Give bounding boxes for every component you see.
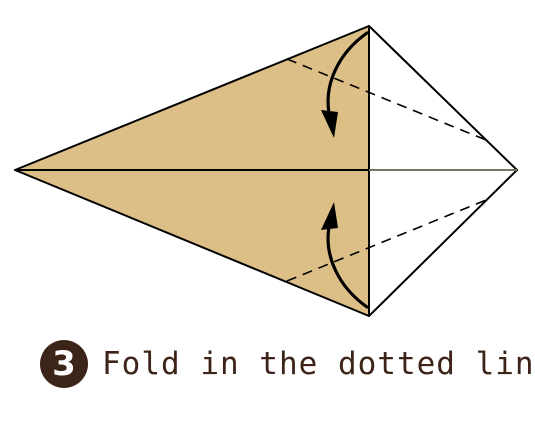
- upper-tan-flap: [14, 25, 370, 171]
- upper-fold-line: [286, 58, 487, 141]
- lower-fold-line: [286, 199, 487, 282]
- step-number: 3: [52, 344, 76, 384]
- step-number-badge: 3: [40, 340, 88, 388]
- step-instruction: Fold in the dotted line: [102, 346, 535, 382]
- fold-arrow-top-icon: [321, 31, 369, 138]
- upper-white-flap: [368, 25, 518, 171]
- step-caption: 3 Fold in the dotted line: [40, 339, 535, 389]
- fold-arrow-bottom-icon: [321, 202, 369, 309]
- lower-tan-flap: [14, 169, 370, 317]
- lower-white-flap: [368, 169, 518, 317]
